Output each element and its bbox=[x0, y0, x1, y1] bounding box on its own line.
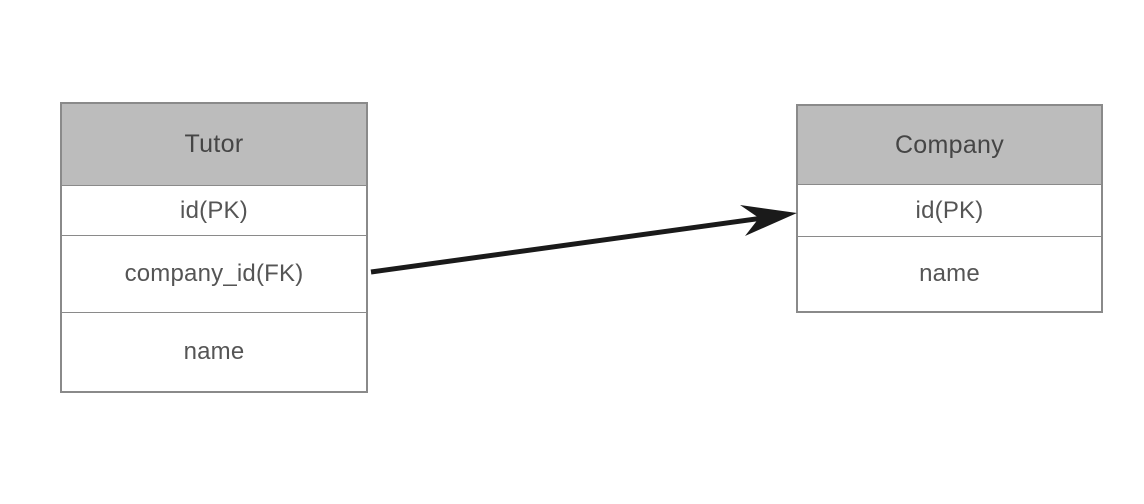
entity-table-company: Company id(PK) name bbox=[796, 104, 1103, 313]
table-row-id-pk: id(PK) bbox=[798, 185, 1101, 237]
relationship-line bbox=[370, 214, 771, 275]
entity-table-tutor: Tutor id(PK) company_id(FK) name bbox=[60, 102, 368, 393]
arrowhead-icon bbox=[740, 205, 797, 236]
table-row-id-pk: id(PK) bbox=[62, 186, 366, 236]
table-row-name: name bbox=[62, 313, 366, 391]
table-row-name: name bbox=[798, 237, 1101, 311]
table-header-tutor: Tutor bbox=[62, 104, 366, 186]
table-header-company: Company bbox=[798, 106, 1101, 185]
table-row-company-id-fk: company_id(FK) bbox=[62, 236, 366, 313]
